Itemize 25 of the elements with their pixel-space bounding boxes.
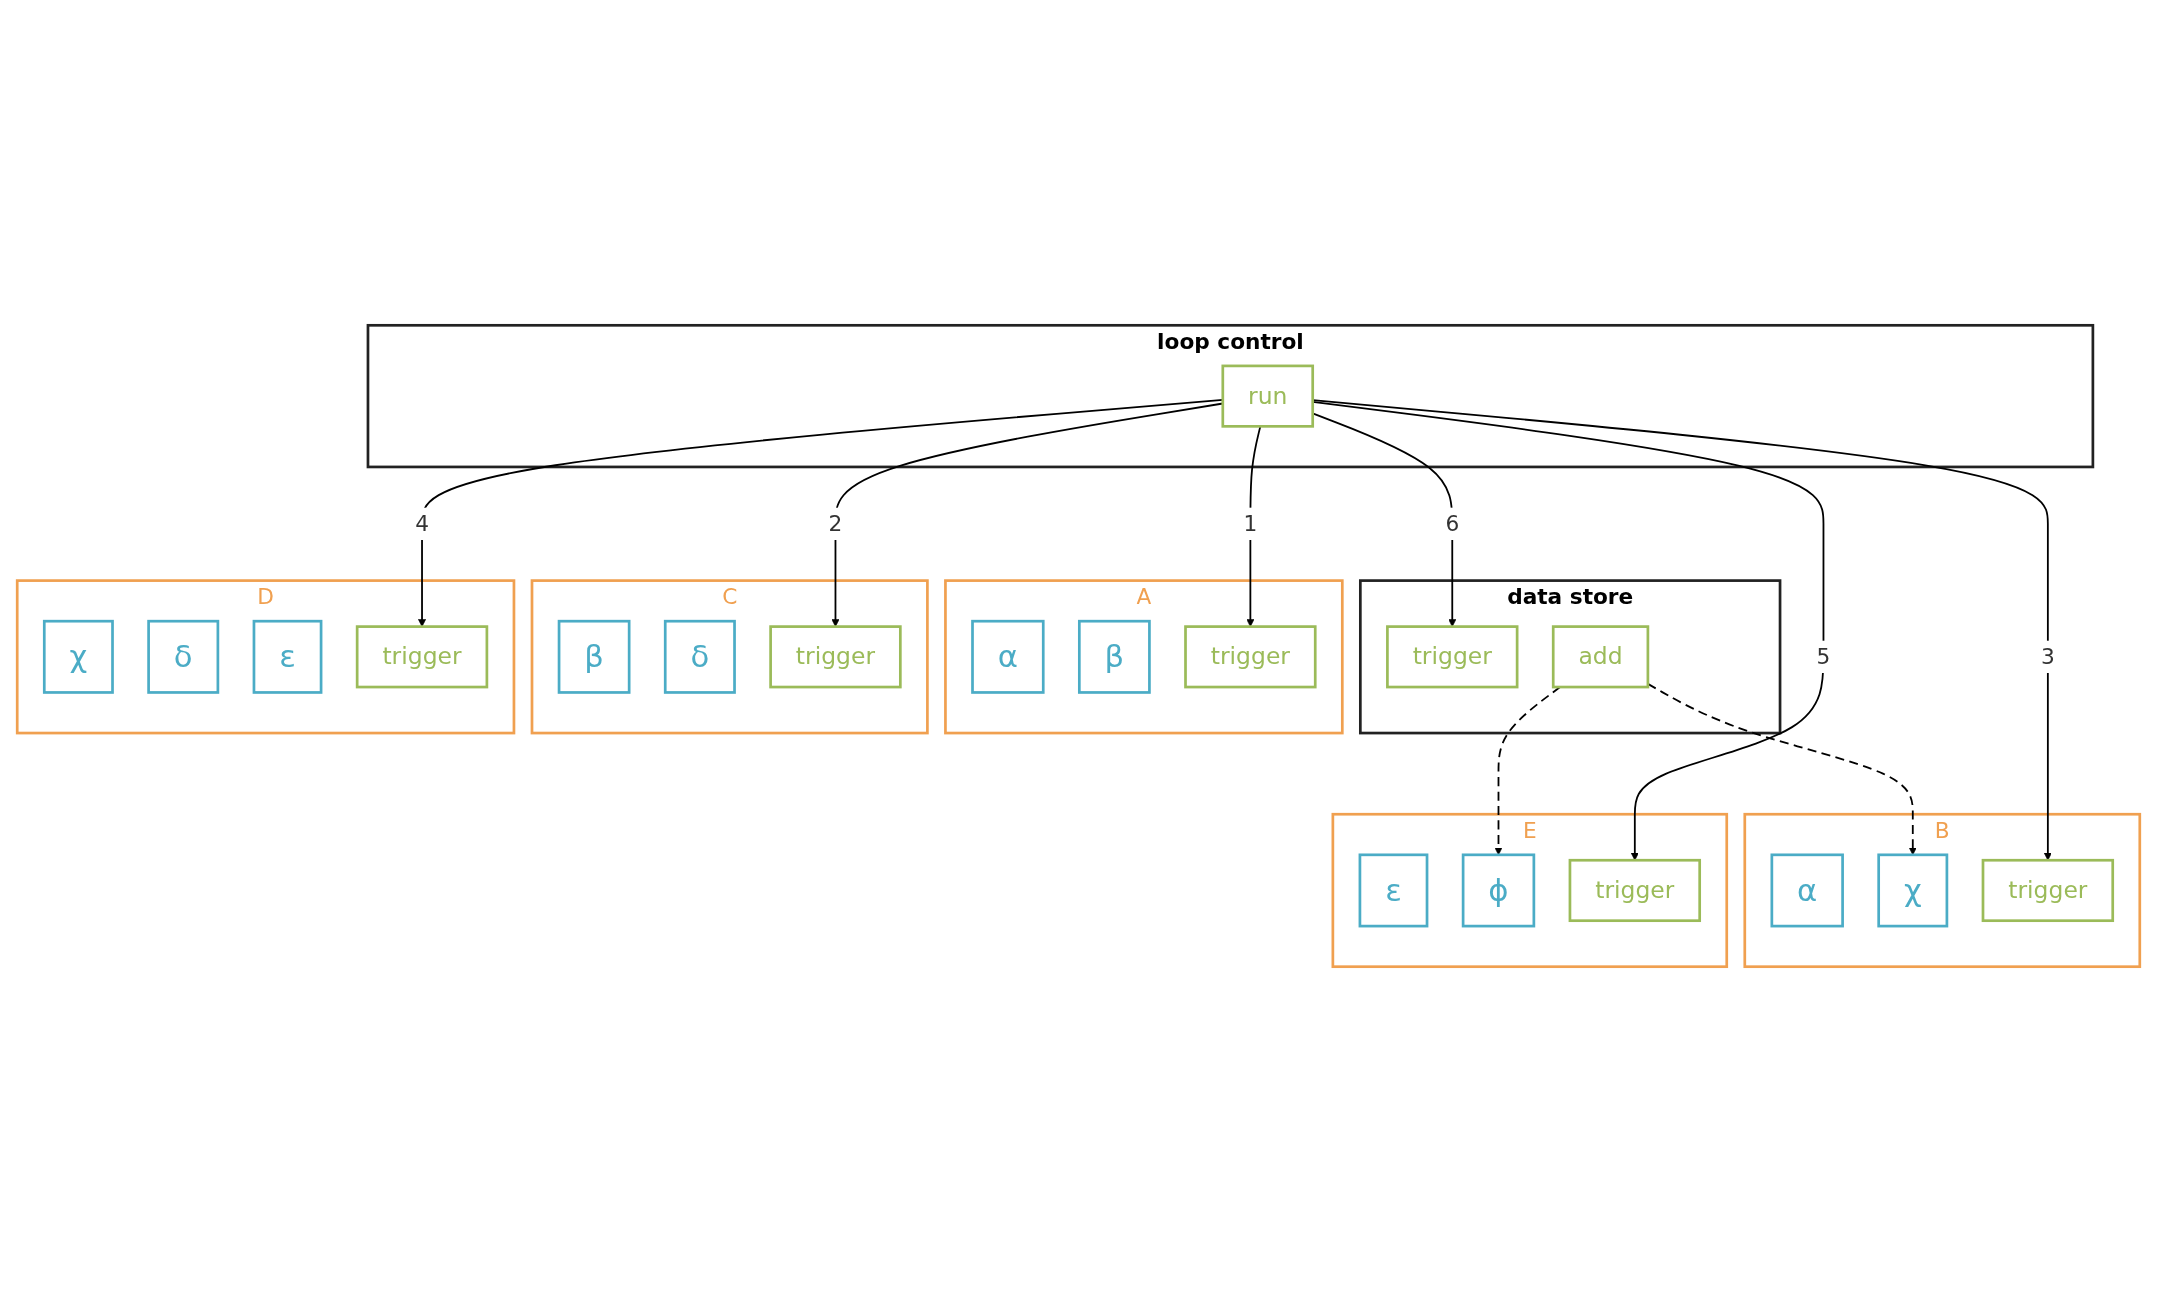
node-box: trigger [1386,625,1519,689]
edge-label: 3 [2040,644,2055,670]
node-box: trigger [355,625,489,689]
node-box: δ [147,619,220,694]
node-box: ε [252,619,323,694]
node-box: ε [1358,853,1429,928]
node-box: add [1551,625,1650,689]
edge-label: 1 [1243,511,1258,537]
edge-label: 6 [1445,511,1460,537]
node-box: trigger [1568,858,1702,923]
node-box: δ [663,619,736,694]
node-box: α [1770,853,1844,928]
node-box: β [557,619,631,694]
edge-label: 5 [1816,644,1831,670]
node-box: ϕ [1461,853,1536,928]
node-box: trigger [1184,625,1317,689]
node-box: χ [1877,853,1949,928]
edge-label: 2 [828,511,843,537]
node-box: χ [42,619,114,694]
edge-label: 4 [415,511,429,537]
node-box: trigger [1981,858,2115,923]
node-box: run [1221,364,1315,428]
node-box: trigger [769,625,902,689]
node-box: β [1077,619,1151,694]
node-box: α [971,619,1045,694]
